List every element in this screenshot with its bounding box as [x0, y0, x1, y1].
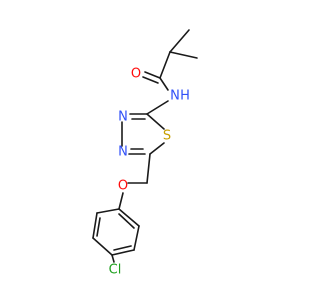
bond-ar-6-1: [118, 208, 140, 227]
bond-ar-2-3: [92, 212, 98, 239]
bond-ar-4-5: [111, 249, 135, 256]
atom-hydrogen-amide: H: [180, 89, 190, 104]
atom-oxygen-carbonyl: O: [131, 67, 141, 82]
bond-ar-5-6: [133, 225, 140, 251]
atom-nitrogen-ring-1: N: [118, 110, 128, 125]
bond-c5-ch2: [146, 153, 151, 184]
atom-chlorine: Cl: [109, 263, 122, 278]
bond-ar-inner-1: [96, 217, 101, 237]
bond-methyl-1: [169, 29, 190, 53]
bonds: [92, 29, 198, 263]
atom-nitrogen-ring-2: N: [118, 145, 128, 160]
bond-ar-3-4: [92, 237, 113, 256]
bond-carbonyl-double-b: [142, 76, 159, 84]
molecule-canvas: O N H N N S O Cl: [92, 29, 198, 278]
bond-s-c2: [146, 113, 165, 130]
bond-ar-1-2: [96, 208, 120, 214]
atom-nitrogen-amide: N: [170, 89, 180, 104]
atom-labels: O N H N N S O Cl: [109, 67, 190, 278]
atom-oxygen-ether: O: [118, 179, 128, 194]
bond-isopropyl-carbonyl: [159, 51, 171, 79]
bond-carbonyl-nitrogen: [159, 77, 169, 91]
bond-c5-s: [149, 142, 165, 155]
bond-oxygen-phenyl: [118, 192, 124, 210]
bond-ar-inner-3: [118, 213, 135, 229]
atom-sulfur: S: [163, 129, 171, 144]
bond-aryl-chlorine: [111, 254, 115, 263]
molecule-structure: O N H N N S O Cl: [92, 29, 198, 278]
bond-carbonyl-double-a: [144, 71, 161, 79]
bond-ar-inner-2: [113, 245, 132, 251]
bond-nitrogen-ring: [146, 100, 169, 115]
bond-methyl-2: [169, 51, 198, 59]
